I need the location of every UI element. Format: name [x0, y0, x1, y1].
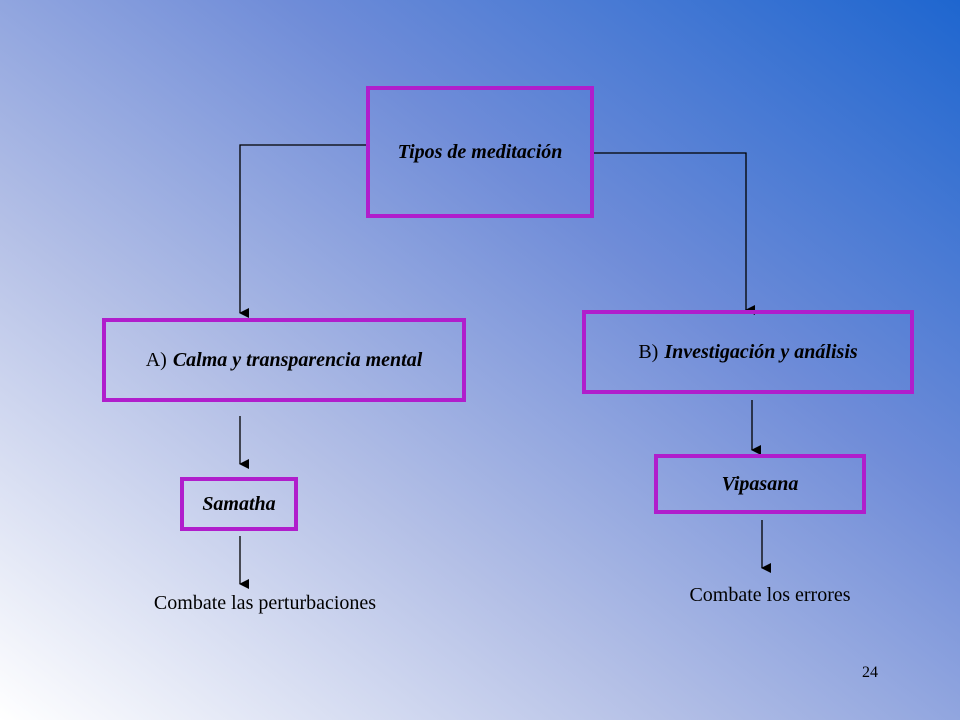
branch-b-prefix: B) [638, 340, 659, 363]
vipasana-label: Vipasana [721, 472, 799, 495]
samatha-label: Samatha [202, 492, 276, 515]
connector-root-to-b [592, 152, 755, 315]
branch-b-effect: Combate los errores [689, 584, 851, 606]
root-node: Tipos de meditación [366, 86, 594, 218]
branch-a-node: A) Calma y transparencia mental [102, 318, 466, 402]
branch-b-label: Investigación y análisis [664, 340, 858, 363]
vipasana-node: Vipasana [654, 454, 866, 514]
branch-b-node: B) Investigación y análisis [582, 310, 914, 394]
page-number: 24 [862, 664, 878, 681]
branch-a-label: Calma y transparencia mental [172, 348, 423, 371]
root-node-label: Tipos de meditación [397, 140, 563, 163]
samatha-node: Samatha [180, 477, 298, 531]
branch-a-effect: Combate las perturbaciones [153, 592, 377, 614]
connector-root-to-a [239, 144, 368, 318]
branch-a-prefix: A) [145, 348, 167, 371]
